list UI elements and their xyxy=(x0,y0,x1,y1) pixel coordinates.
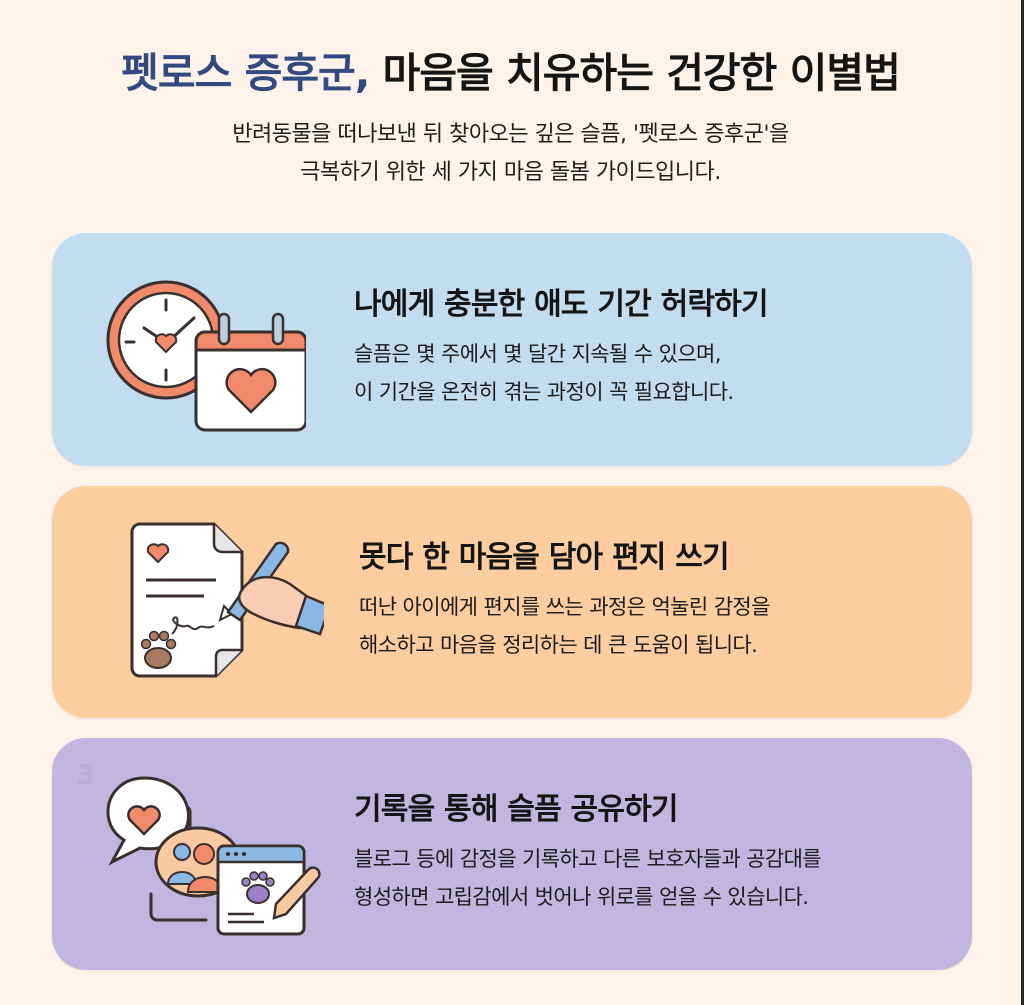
card-write-letter: 못다 한 마음을 담아 편지 쓰기 떠난 아이에게 편지를 쓰는 과정은 억눌린… xyxy=(52,486,972,718)
title-accent: 펫로스 증후군, xyxy=(121,49,370,97)
card-text: 기록을 통해 슬픔 공유하기 블로그 등에 감정을 기록하고 다른 보호자들과 … xyxy=(354,786,822,916)
letter-writing-hand-icon xyxy=(130,522,324,678)
card-description: 떠난 아이에게 편지를 쓰는 과정은 억눌린 감정을 해소하고 마음을 정리하는… xyxy=(359,588,770,664)
card-text: 나에게 충분한 애도 기간 허락하기 슬픔은 몇 주에서 몇 달간 지속될 수 … xyxy=(354,281,769,411)
card-grieving-period: 나에게 충분한 애도 기간 허락하기 슬픔은 몇 주에서 몇 달간 지속될 수 … xyxy=(52,233,972,466)
desc-line-1: 블로그 등에 감정을 기록하고 다른 보호자들과 공감대를 xyxy=(354,847,822,871)
card-description: 슬픔은 몇 주에서 몇 달간 지속될 수 있으며, 이 기간을 온전히 겪는 과… xyxy=(354,335,768,411)
card-share-grief: 3 기록을 통해 슬픔 공유하기 블로그 등에 감정을 기록하고 다른 보호자들… xyxy=(52,738,972,970)
card-title: 나에게 충분한 애도 기간 허락하기 xyxy=(354,287,769,322)
header: 펫로스 증후군, 마음을 치유하는 건강한 이별법 반려동물을 떠나보낸 뒤 찾… xyxy=(0,40,1021,192)
card-title: 기록을 통해 슬픔 공유하기 xyxy=(354,792,679,827)
clock-calendar-heart-icon xyxy=(106,280,306,432)
desc-line-1: 떠난 아이에게 편지를 쓰는 과정은 억눌린 감정을 xyxy=(359,595,770,619)
subtitle-line-2: 극복하기 위한 세 가지 마음 돌봄 가이드입니다. xyxy=(300,160,721,185)
card-title: 못다 한 마음을 담아 편지 쓰기 xyxy=(359,540,730,575)
desc-line-1: 슬픔은 몇 주에서 몇 달간 지속될 수 있으며, xyxy=(354,342,721,366)
chat-community-blog-icon xyxy=(106,776,321,936)
card-description: 블로그 등에 감정을 기록하고 다른 보호자들과 공감대를 형성하면 고립감에서… xyxy=(354,840,822,916)
subtitle: 반려동물을 떠나보낸 뒤 찾아오는 깊은 슬픔, '펫로스 증후군'을 극복하기… xyxy=(0,116,1021,192)
card-text: 못다 한 마음을 담아 편지 쓰기 떠난 아이에게 편지를 쓰는 과정은 억눌린… xyxy=(359,534,770,664)
desc-line-2: 해소하고 마음을 정리하는 데 큰 도움이 됩니다. xyxy=(359,633,758,657)
subtitle-line-1: 반려동물을 떠나보낸 뒤 찾아오는 깊은 슬픔, '펫로스 증후군'을 xyxy=(232,122,789,147)
step-number: 3 xyxy=(76,758,96,791)
right-edge-border xyxy=(1021,0,1024,1005)
desc-line-2: 이 기간을 온전히 겪는 과정이 꼭 필요합니다. xyxy=(354,380,734,404)
page-title: 펫로스 증후군, 마음을 치유하는 건강한 이별법 xyxy=(0,40,1021,106)
desc-line-2: 형성하면 고립감에서 벗어나 위로를 얻을 수 있습니다. xyxy=(354,885,809,909)
title-rest: 마음을 치유하는 건강한 이별법 xyxy=(369,49,901,97)
